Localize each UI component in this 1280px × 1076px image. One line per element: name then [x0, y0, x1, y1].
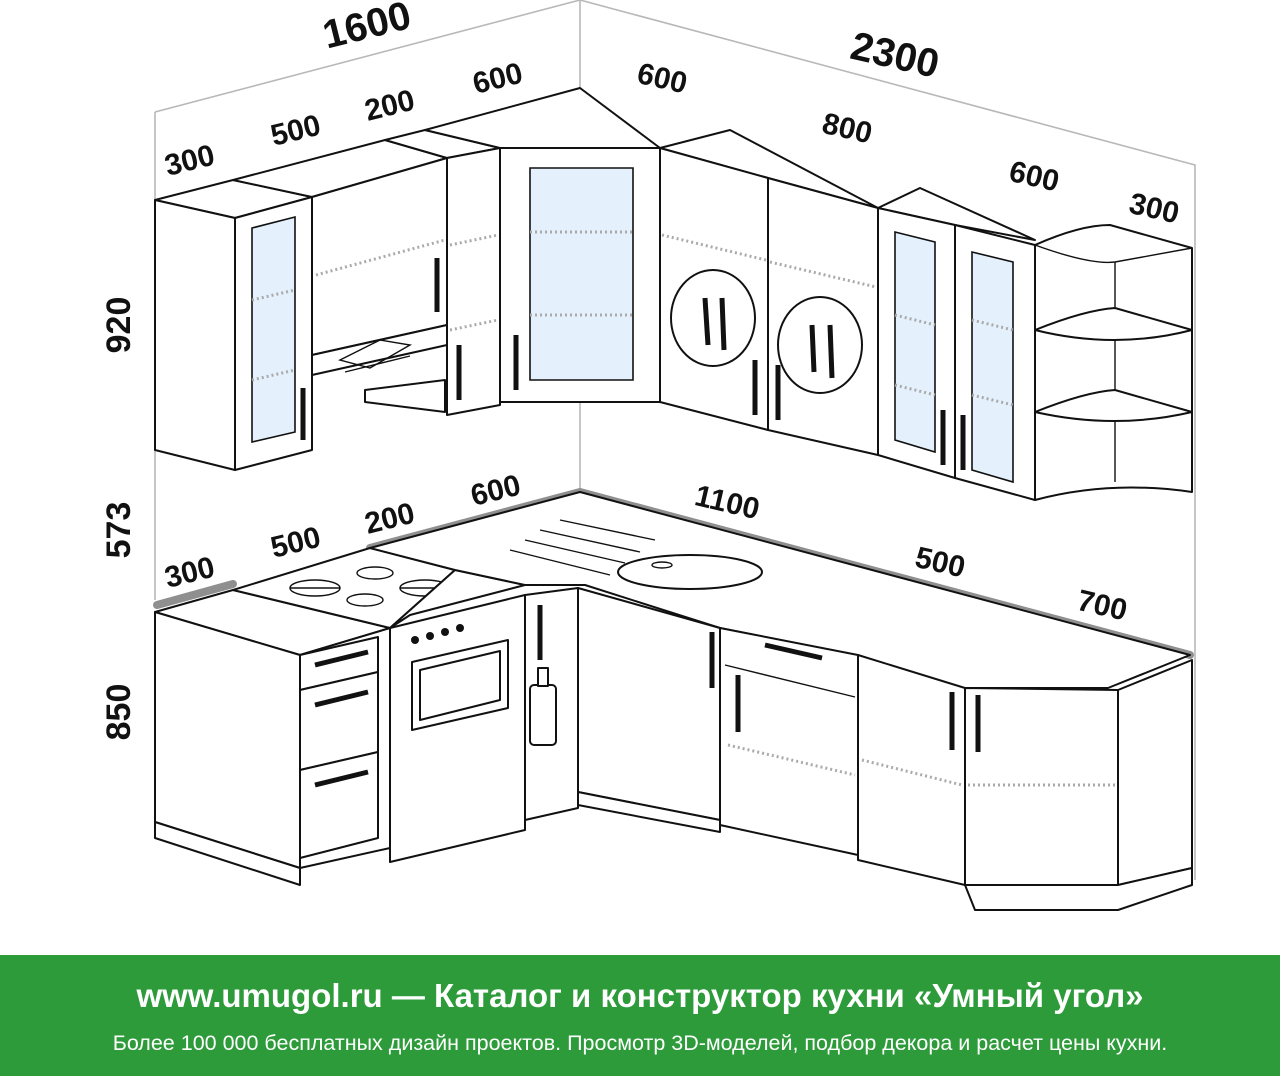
- countertop-edge-left: [153, 580, 237, 609]
- dim-height-lower: 850: [100, 684, 138, 741]
- dim-height-gap: 573: [100, 502, 138, 559]
- sink-icon: [509, 519, 763, 590]
- upper-cabinet-800: [659, 129, 879, 456]
- dim-upper-left-3: 200: [361, 84, 418, 128]
- dim-upper-right-4: 300: [1126, 187, 1182, 230]
- dim-lower-right-2: 500: [912, 541, 968, 584]
- kitchen-drawing: 1600 2300 300 500 200 600 600 800 600 30…: [100, 0, 1196, 911]
- dim-upper-right-2: 800: [819, 107, 875, 150]
- dim-total-left: 1600: [318, 0, 415, 57]
- bottle-icon: [529, 667, 557, 746]
- upper-cabinet-600-glass: [877, 187, 1036, 501]
- dim-total-right: 2300: [847, 24, 944, 87]
- upper-open-shelf-300: [1034, 224, 1193, 501]
- lower-cabinet-300: [154, 589, 391, 886]
- upper-cabinet-200: [384, 129, 501, 416]
- fork-knife-icon: [670, 269, 756, 367]
- dim-lower-right-1: 1100: [692, 479, 763, 526]
- oven-cabinet-600: [389, 569, 526, 863]
- dim-height-upper: 920: [100, 297, 138, 354]
- dim-upper-left-4: 600: [469, 57, 526, 101]
- dim-upper-right-1: 600: [634, 57, 690, 100]
- lower-corner-cabinet: [577, 587, 721, 833]
- fork-knife-icon: [777, 296, 863, 394]
- dim-upper-left-1: 300: [161, 139, 218, 183]
- banner-title[interactable]: www.umugol.ru — Каталог и конструктор ку…: [136, 977, 1144, 1014]
- upper-corner-cabinet: [424, 87, 661, 403]
- dishwasher-cabinet-500: [719, 627, 859, 856]
- dim-upper-right-3: 600: [1006, 155, 1062, 198]
- banner-subtitle: Более 100 000 бесплатных дизайн проектов…: [112, 1031, 1168, 1055]
- lower-cabinet-200: [524, 587, 579, 821]
- dim-lower-right-3: 700: [1074, 584, 1130, 627]
- upper-cabinet-500-hood: [232, 139, 448, 413]
- lower-cabinet-700: [857, 654, 1193, 911]
- dim-upper-left-2: 500: [267, 109, 324, 153]
- upper-cabinet-300: [154, 179, 313, 471]
- footer-banner: www.umugol.ru — Каталог и конструктор ку…: [0, 955, 1280, 1076]
- lower-drawers-500: [299, 627, 391, 869]
- dim-lower-left-2: 500: [267, 521, 324, 565]
